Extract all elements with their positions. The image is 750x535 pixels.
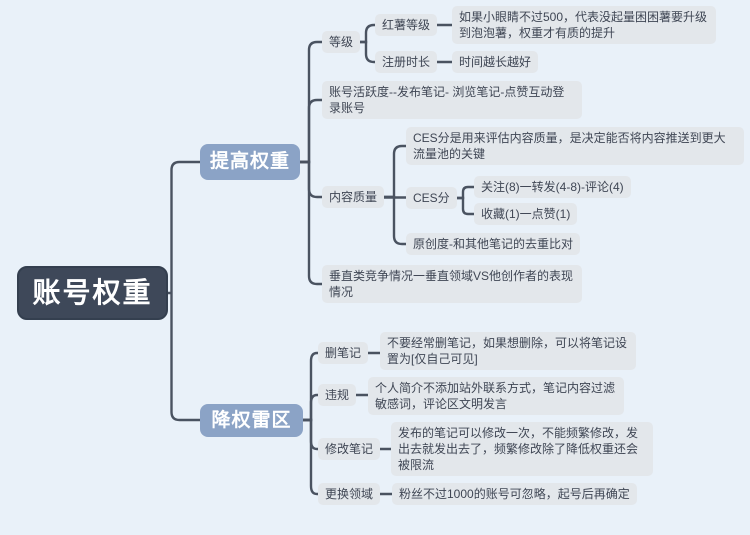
connector-raise-level bbox=[298, 40, 324, 164]
connector-ces-top bbox=[454, 185, 476, 200]
branch-reduce-weight[interactable]: 降权雷区 bbox=[200, 404, 303, 437]
note-ces-description[interactable]: CES分是用来评估内容质量，是决定能否将内容推送到更大流量池的关键 bbox=[406, 127, 744, 165]
node-register-duration[interactable]: 注册时长 bbox=[375, 51, 438, 73]
connector-reduce-delete bbox=[301, 351, 320, 422]
connector-quality-cesnote bbox=[382, 144, 408, 199]
note-violation[interactable]: 个人简介不添加站外联系方式，笔记内容过滤敏感词，评论区文明发言 bbox=[368, 377, 624, 415]
connector-ces-bottom bbox=[454, 196, 476, 216]
node-ces-score[interactable]: CES分 bbox=[406, 187, 457, 209]
node-sweet-potato-level[interactable]: 红薯等级 bbox=[375, 14, 438, 36]
node-edit-notes[interactable]: 修改笔记 bbox=[318, 438, 381, 460]
node-violation[interactable]: 违规 bbox=[318, 384, 357, 406]
note-ces-formula-top[interactable]: 关注(8)一转发(4-8)-评论(4) bbox=[474, 176, 631, 198]
branch-raise-weight[interactable]: 提高权重 bbox=[200, 144, 300, 180]
node-content-quality[interactable]: 内容质量 bbox=[322, 186, 385, 208]
note-register-duration[interactable]: 时间越长越好 bbox=[452, 51, 539, 73]
connector-raise-quality bbox=[298, 160, 324, 199]
node-level[interactable]: 等级 bbox=[322, 31, 361, 53]
node-change-field[interactable]: 更换领域 bbox=[318, 483, 381, 505]
node-originality[interactable]: 原创度-和其他笔记的去重比对 bbox=[406, 233, 580, 255]
note-change-field[interactable]: 粉丝不过1000的账号可忽略，起号后再确定 bbox=[392, 483, 637, 505]
node-vertical-competition[interactable]: 垂直类竞争情况一垂直领域VS他创作者的表现情况 bbox=[322, 265, 582, 303]
note-delete-notes[interactable]: 不要经常删笔记，如果想删除，可以将笔记设置为[仅自己可见] bbox=[380, 332, 636, 370]
note-ces-formula-bottom[interactable]: 收藏(1)一点赞(1) bbox=[474, 203, 578, 225]
connector-reduce-violation bbox=[301, 393, 320, 422]
connector-level-sweet bbox=[358, 23, 377, 44]
node-delete-notes[interactable]: 删笔记 bbox=[318, 342, 369, 364]
node-account-activity[interactable]: 账号活跃度--发布笔记- 浏览笔记-点赞互动登录账号 bbox=[322, 81, 582, 119]
connector-raise-activity bbox=[298, 98, 324, 164]
note-edit-notes[interactable]: 发布的笔记可以修改一次，不能频繁修改，发出去就发出去了，频繁修改除了降低权重还会… bbox=[391, 422, 653, 476]
connector-reduce-change bbox=[301, 418, 320, 496]
connector-level-register bbox=[358, 40, 377, 64]
note-sweet-potato[interactable]: 如果小眼睛不过500，代表没起量困困薯要升级到泡泡薯，权重才有质的提升 bbox=[452, 6, 716, 44]
connector-quality-original bbox=[382, 195, 408, 246]
connector-root-trunk bbox=[166, 160, 202, 422]
connector-raise-vertical bbox=[298, 160, 324, 286]
root-node-account-weight[interactable]: 账号权重 bbox=[17, 266, 168, 320]
